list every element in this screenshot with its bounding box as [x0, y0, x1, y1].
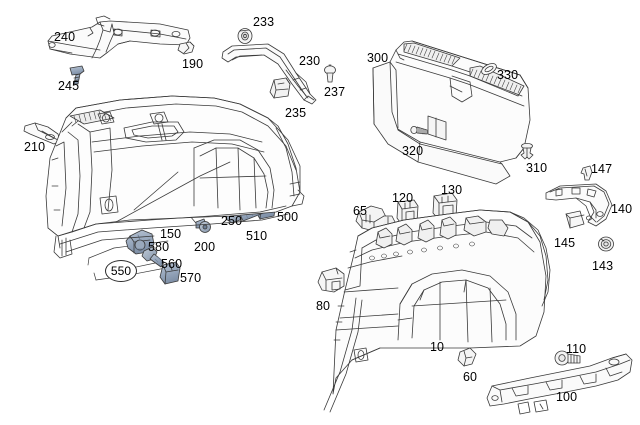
part-10-rear-side-trim-panel	[323, 209, 551, 413]
callout-330: 330	[497, 68, 519, 82]
callout-145: 145	[554, 236, 576, 250]
callout-570: 570	[180, 271, 202, 285]
part-230-d-pillar-trim	[221, 43, 317, 105]
callout-233: 233	[253, 15, 275, 29]
part-237-push-pin-rivet	[324, 64, 336, 83]
callout-500: 500	[277, 210, 299, 224]
callout-510: 510	[246, 229, 268, 243]
callout-150: 150	[160, 227, 182, 241]
callout-130: 130	[441, 183, 463, 197]
callout-320: 320	[402, 144, 424, 158]
callout-147: 147	[591, 162, 613, 176]
part-80-mounting-clip-bracket	[317, 267, 345, 293]
part-570-lashing-eye-cover	[159, 261, 181, 285]
callout-65: 65	[353, 204, 368, 218]
callout-310: 310	[526, 161, 548, 175]
part-110-push-rivet	[554, 350, 581, 366]
callout-560: 560	[161, 257, 183, 271]
part-60-trim-clip	[457, 347, 477, 367]
part-233-grommet-cap	[237, 28, 253, 44]
part-330-shelf-cap-cover	[481, 63, 497, 75]
callout-245: 245	[58, 79, 80, 93]
callout-580: 580	[148, 240, 170, 254]
main-left-trim-panel	[45, 95, 305, 259]
callout-250: 250	[221, 214, 243, 228]
part-147-small-clip	[580, 165, 593, 181]
part-190-retaining-clip	[177, 41, 195, 55]
part-143-nut-ring	[598, 236, 614, 252]
callout-210: 210	[24, 140, 46, 154]
callout-143: 143	[592, 259, 614, 273]
part-200-round-screw	[195, 218, 211, 233]
callout-300: 300	[367, 51, 389, 65]
part-100-lower-sill-rail	[486, 353, 633, 415]
callout-80: 80	[316, 299, 331, 313]
callout-237: 237	[324, 85, 346, 99]
part-245-bolt	[69, 65, 85, 85]
part-300-rear-parcel-shelf	[372, 40, 531, 185]
callout-120: 120	[392, 191, 414, 205]
callout-190: 190	[182, 57, 204, 71]
part-235-trim-block	[269, 77, 291, 99]
part-560-lashing-eye-bolt	[141, 246, 165, 268]
callout-110: 110	[566, 342, 587, 356]
callout-10: 10	[430, 340, 445, 354]
callout-230: 230	[299, 54, 321, 68]
callout-240: 240	[54, 30, 76, 44]
callout-200: 200	[194, 240, 216, 254]
callout-60: 60	[463, 370, 478, 384]
callout-550-group: 550	[105, 260, 137, 282]
part-145-pad-insert	[565, 210, 585, 229]
part-320-shelf-screw	[410, 126, 428, 135]
callout-100: 100	[556, 390, 578, 404]
part-240-upper-rail-bracket	[47, 15, 191, 59]
part-140-support-bracket	[545, 183, 613, 227]
callout-235: 235	[285, 106, 307, 120]
part-310-expansion-rivet	[520, 142, 534, 160]
callout-140: 140	[611, 202, 633, 216]
